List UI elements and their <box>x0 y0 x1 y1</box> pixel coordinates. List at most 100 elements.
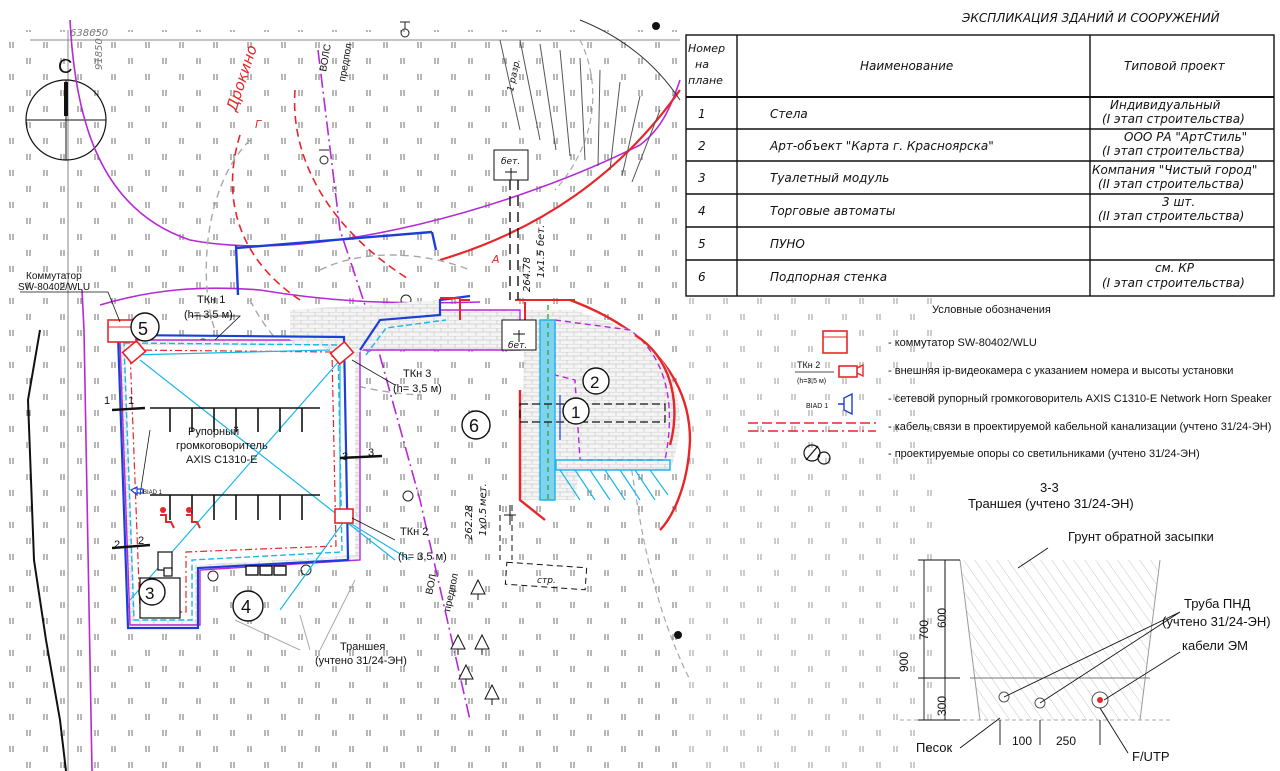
grid-y-coord: 91850 <box>94 38 105 70</box>
concrete-label-1: бет. <box>501 157 520 167</box>
section-mark-3: 3 <box>342 451 348 463</box>
section-sand-label: Песок <box>916 740 952 755</box>
row-1-proj-1: Индивидуальный <box>1110 98 1221 112</box>
trench-label-2: (учтено 31/24-ЭН) <box>315 655 407 667</box>
dim-bottom-3: мет. <box>478 483 489 506</box>
section-pipe-label-2: (учтено 31/24-ЭН) <box>1162 614 1271 629</box>
header-num-1: Номер <box>688 42 725 55</box>
row-3-name: Туалетный модуль <box>770 171 889 185</box>
dim-top-2: 1x1.5 <box>536 250 547 278</box>
dim-bottom-2: 1x0.5 <box>478 508 489 536</box>
legend-biad-label: BIAD 1 <box>806 403 828 410</box>
row-6-num: 6 <box>698 270 706 284</box>
section-soil-label: Грунт обратной засыпки <box>1068 529 1214 544</box>
section-mark-2b: 2 <box>138 535 144 547</box>
legend-item-pole: - проектируемые опоры со светильниками (… <box>888 448 1200 460</box>
tkn3-height: (h= 3,5 м) <box>393 383 442 395</box>
header-num-3: плане <box>688 74 723 87</box>
row-2-name: Арт-объект "Карта г. Красноярска" <box>769 139 994 153</box>
gamma-mark: Г <box>255 118 262 131</box>
legend-switch-icon <box>822 330 848 354</box>
grid-x-coord: 638650 <box>70 28 108 39</box>
legend-title: Условные обозначения <box>932 304 1051 316</box>
structure-label: стр. <box>537 576 556 586</box>
dim-700: 700 <box>917 620 931 640</box>
tkn1-label: ТКн 1 <box>197 294 225 306</box>
legend-item-speaker: - сетевой рупорный громкоговоритель AXIS… <box>888 393 1272 405</box>
dim-100: 100 <box>1012 734 1032 748</box>
section-pipe-label-1: Труба ПНД <box>1184 596 1251 611</box>
legend-camera-label-1: ТКн 2 <box>797 360 820 370</box>
row-1-name: Стела <box>770 107 808 121</box>
section-mark-2: 2 <box>114 539 120 551</box>
explication-table <box>685 34 1275 297</box>
tkn3-label: ТКн 3 <box>403 368 431 380</box>
legend-pole-icon <box>803 444 831 465</box>
row-6-proj-2: (I этап строительства) <box>1102 276 1245 290</box>
marker-2: 2 <box>590 373 599 392</box>
staircase <box>499 19 681 183</box>
row-2-proj-1: ООО РА "АртСтиль" <box>1124 130 1247 144</box>
tkn2-label: ТКн 2 <box>400 526 428 538</box>
legend-item-cable: - кабель связи в проектируемой кабельной… <box>888 421 1271 433</box>
section-em-label: кабели ЭМ <box>1182 638 1248 653</box>
explication-title: ЭКСПЛИКАЦИЯ ЗДАНИЙ И СООРУЖЕНИЙ <box>961 10 1220 25</box>
marker-1: 1 <box>571 403 580 422</box>
marker-6: 6 <box>469 416 479 436</box>
biad-label: BIAD 1 <box>143 490 163 496</box>
legend-camera-icon <box>838 365 858 378</box>
section-mark-a: А <box>491 253 500 266</box>
dim-bottom-1: 262.28 <box>464 505 475 540</box>
row-5-num: 5 <box>698 237 706 251</box>
row-2-proj-2: (I этап строительства) <box>1102 144 1245 158</box>
row-6-name: Подпорная стенка <box>770 270 887 284</box>
north-arrow: С <box>25 56 107 161</box>
tkn1-height: (h= 3,5 м) <box>184 309 233 321</box>
dim-300: 300 <box>935 696 949 716</box>
camera-markers <box>121 339 355 524</box>
legend-item-camera: - внешняя ip-видеокамера с указанием ном… <box>888 365 1233 377</box>
row-3-proj-1: Компания "Чистый город" <box>1092 163 1257 177</box>
accessible-parking-icons <box>160 507 201 529</box>
dim-600: 600 <box>935 608 949 628</box>
vols-bottom-label-1: ВОЛ <box>424 573 439 595</box>
kommutator-label-1: Коммутатор <box>26 271 82 282</box>
marker-4: 4 <box>241 597 251 617</box>
row-6-proj-1: см. КР <box>1155 261 1195 275</box>
dim-900: 900 <box>897 652 911 672</box>
vols-top-label-1: ВОЛС <box>318 43 334 72</box>
north-arrow-letter: С <box>58 56 72 78</box>
dim-250: 250 <box>1056 734 1076 748</box>
row-4-proj-1: 3 шт. <box>1162 195 1195 209</box>
section-mark-1b: 1 <box>128 395 134 407</box>
marker-3: 3 <box>145 584 154 603</box>
header-num-2: на <box>695 58 709 71</box>
tkn2-height: (h= 3,5 м) <box>398 551 447 563</box>
section-futp-label: F/UTP <box>1132 749 1170 764</box>
kommutator-label-2: SW-80402/WLU <box>18 282 90 293</box>
row-3-proj-2: (II этап строительства) <box>1098 177 1244 191</box>
speaker-label-2: громкоговоритель <box>176 440 268 452</box>
row-1-num: 1 <box>698 107 706 121</box>
speaker-label-3: AXIS C1310-E <box>186 454 258 466</box>
section-title-2: Траншея (учтено 31/24-ЭН) <box>968 496 1134 511</box>
row-3-num: 3 <box>698 171 706 185</box>
row-2-num: 2 <box>698 139 706 153</box>
parking <box>150 407 320 520</box>
dim-top-1: 264.78 <box>522 257 533 292</box>
header-project: Типовой проект <box>1124 59 1226 73</box>
header-name: Наименование <box>860 59 953 73</box>
dim-top-3: бет. <box>535 225 547 246</box>
section-mark-3b: 3 <box>368 447 374 459</box>
marker-5: 5 <box>138 319 148 339</box>
legend-speaker-icon <box>838 392 853 416</box>
row-4-name: Торговые автоматы <box>770 204 895 218</box>
row-4-num: 4 <box>698 204 706 218</box>
section-mark-1: 1 <box>104 395 110 407</box>
trench-label-1: Траншея <box>340 641 385 653</box>
legend-camera-label-2: (h=3,5 м) <box>797 378 826 385</box>
trench-section <box>900 547 1181 754</box>
legend-icons <box>748 330 876 465</box>
speaker-label-1: Рупорный <box>188 426 239 438</box>
